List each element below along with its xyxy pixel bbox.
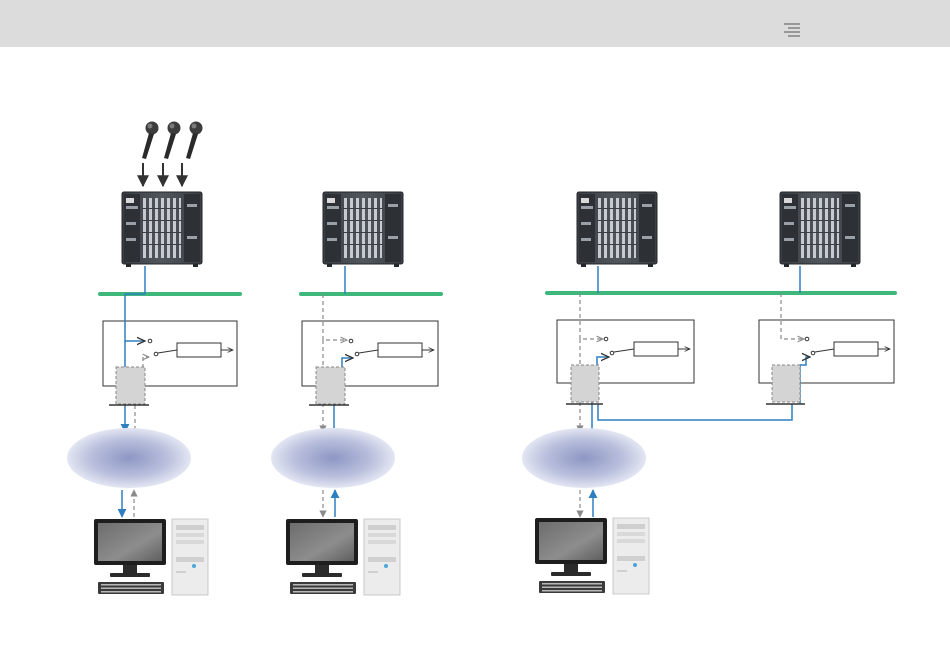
io-rack-icon [122,192,202,267]
network-diagram [0,47,950,671]
io-rack-icon [323,192,403,267]
microphone-icon [142,122,203,160]
top-toolbar [0,0,950,47]
desktop-computer-icon [535,518,649,594]
mic-input-arrows [143,163,182,186]
io-rack-icon [780,192,860,267]
io-rack-icon [577,192,657,267]
menu-lines-icon[interactable] [780,22,808,44]
desktop-computer-icon [94,519,208,595]
system-2 [271,192,441,595]
cloud-network-icon [271,428,395,488]
cloud-network-icon [67,428,191,488]
cloud-network-icon [522,428,646,488]
desktop-computer-icon [286,519,400,595]
system-3 [522,192,895,594]
system-1 [67,122,240,596]
